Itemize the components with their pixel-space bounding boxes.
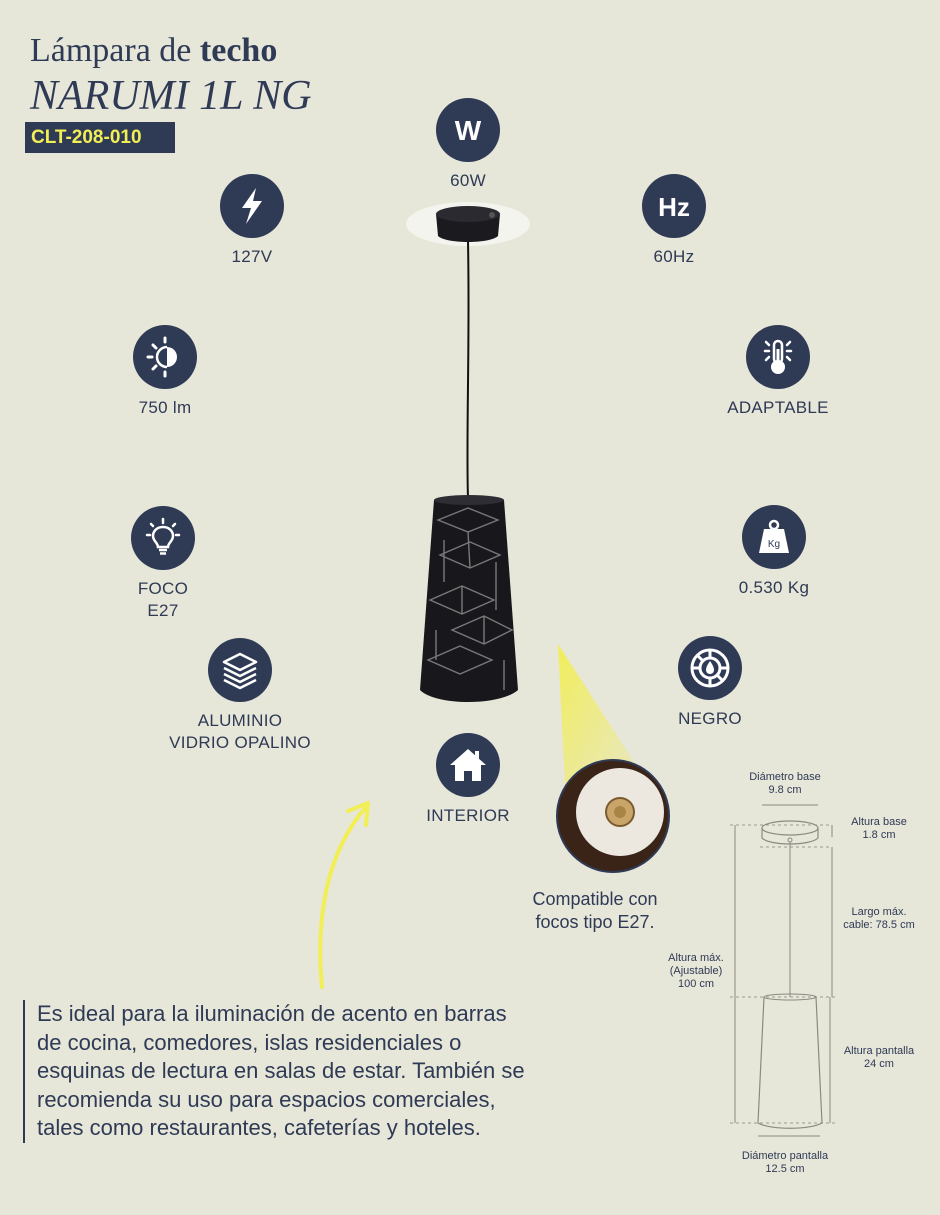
spec-weight-label: 0.530 Kg: [738, 578, 810, 597]
weight-icon: Kg: [742, 505, 806, 569]
dim-base-height: Altura base 1.8 cm: [838, 816, 920, 842]
dim-base-height-value: 1.8 cm: [862, 829, 896, 841]
spec-material: ALUMINIO VIDRIO OPALINO: [160, 638, 320, 754]
pendant-lamp-illustration: [406, 202, 530, 702]
title-bold: techo: [199, 32, 278, 69]
arrow-icon: [318, 801, 370, 989]
page-title: Lámpara de techo: [30, 32, 277, 70]
spec-bulb-label-line2: E27: [147, 601, 179, 620]
svg-text:Hz: Hz: [658, 192, 690, 222]
dim-max-height-value: 100 cm: [677, 978, 715, 990]
spec-watts-label: 60W: [450, 171, 486, 190]
dim-cable-length: Largo máx. cable: 78.5 cm: [832, 906, 926, 932]
brightness-icon: [133, 325, 197, 389]
spec-frequency: Hz 60Hz: [594, 174, 754, 268]
spec-color-label: NEGRO: [678, 709, 742, 728]
dim-shade-diameter-value: 12.5 cm: [765, 1163, 805, 1175]
spec-voltage-label: 127V: [231, 247, 273, 266]
layers-icon: [208, 638, 272, 702]
dimension-diagram: [730, 804, 835, 1137]
spec-temperature-label: ADAPTABLE: [727, 398, 829, 417]
spec-lumens-label: 750 lm: [138, 398, 192, 417]
weight-icon-text: Kg: [768, 539, 780, 550]
spec-lumens: 750 lm: [85, 325, 245, 419]
product-model: NARUMI 1L NG: [30, 73, 312, 119]
dim-max-height: Altura máx. (Ajustable) 100 cm: [658, 952, 734, 991]
spec-weight: Kg 0.530 Kg: [694, 505, 854, 599]
dim-base-diameter-value: 9.8 cm: [768, 784, 802, 796]
dim-shade-diameter-title: Diámetro pantalla: [741, 1150, 829, 1162]
spec-usage: INTERIOR: [388, 733, 548, 827]
house-icon: [436, 733, 500, 797]
compatibility-note: Compatible con focos tipo E27.: [505, 888, 685, 934]
title-prefix: Lámpara de: [30, 32, 192, 69]
dim-cable-length-title: Largo máx.: [851, 906, 907, 918]
compat-line2: focos tipo E27.: [535, 912, 655, 932]
dim-shade-diameter: Diámetro pantalla 12.5 cm: [730, 1150, 840, 1176]
dim-shade-height-title: Altura pantalla: [843, 1045, 915, 1057]
hertz-icon: Hz: [642, 174, 706, 238]
spec-bulb-label: FOCO E27: [83, 578, 243, 622]
dim-shade-height-value: 24 cm: [864, 1058, 894, 1070]
bulb-icon: [131, 506, 195, 570]
compat-line1: Compatible con: [532, 889, 658, 909]
spec-bulb: FOCO E27: [83, 506, 243, 622]
spec-color: NEGRO: [630, 636, 790, 730]
watt-icon: W: [436, 98, 500, 162]
spec-bulb-label-line1: FOCO: [137, 579, 189, 598]
svg-text:W: W: [455, 115, 482, 146]
light-beam-illustration: [556, 644, 670, 873]
dim-base-diameter: Diámetro base 9.8 cm: [735, 771, 835, 797]
dim-base-diameter-title: Diámetro base: [749, 771, 821, 783]
spec-temperature: ADAPTABLE: [698, 325, 858, 419]
spec-usage-label: INTERIOR: [426, 806, 510, 825]
product-description: Es ideal para la iluminación de acento e…: [23, 1000, 537, 1143]
spec-material-label-line1: ALUMINIO: [197, 711, 283, 730]
color-palette-icon: [678, 636, 742, 700]
dim-shade-height: Altura pantalla 24 cm: [832, 1045, 926, 1071]
dim-base-height-title: Altura base: [851, 816, 907, 828]
spec-material-label-line2: VIDRIO OPALINO: [169, 733, 311, 752]
spec-frequency-label: 60Hz: [653, 247, 695, 266]
spec-watts: W 60W: [388, 98, 548, 192]
dim-max-height-note: (Ajustable): [669, 965, 723, 977]
spec-voltage: 127V: [172, 174, 332, 268]
dim-cable-length-value: cable: 78.5 cm: [843, 919, 915, 931]
thermometer-icon: [746, 325, 810, 389]
lightning-icon: [220, 174, 284, 238]
sku-badge: CLT-208-010: [25, 122, 175, 153]
dim-max-height-title: Altura máx.: [668, 952, 724, 964]
spec-material-label: ALUMINIO VIDRIO OPALINO: [160, 710, 320, 754]
